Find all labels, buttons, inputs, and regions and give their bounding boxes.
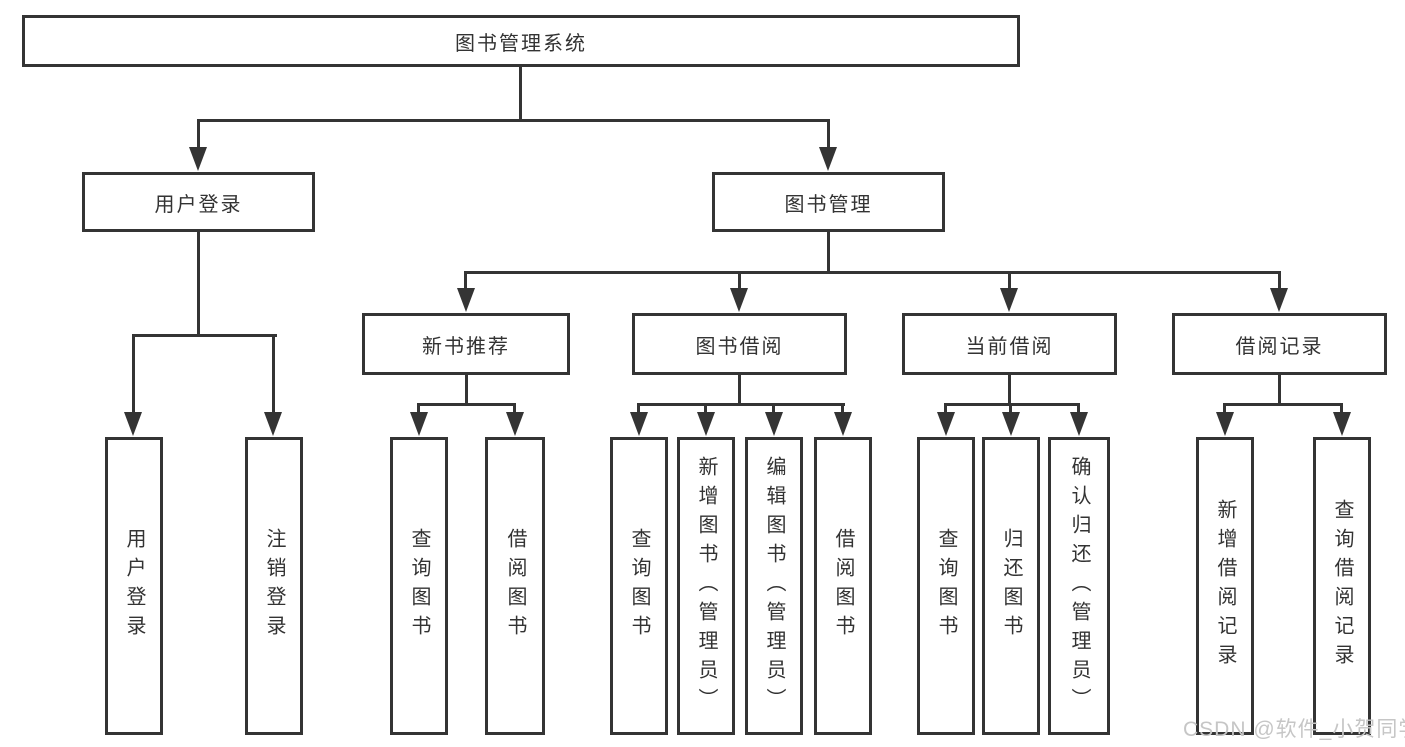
node-leaf-add-borrow-record: 新增借阅记录 [1196,437,1254,735]
leaf-label: 查询图书 [628,528,650,644]
arrow-down-icon [1270,288,1288,312]
node-leaf-user-login: 用户登录 [105,437,163,735]
arrow-down-icon [124,412,142,436]
edge-drop [132,334,135,414]
edge-drop [1340,403,1343,415]
edge-stem [197,232,200,336]
edge-drop [272,334,275,414]
edge-stem [1278,375,1281,406]
edge-drop [1278,271,1281,291]
edge-rail [197,119,830,122]
node-leaf-borrowing-borrow-books: 借阅图书 [814,437,872,735]
edge-stem [465,375,468,406]
arrow-down-icon [189,147,207,171]
arrow-down-icon [697,412,715,436]
edge-drop [464,271,467,291]
arrow-down-icon [410,412,428,436]
arrow-down-icon [834,412,852,436]
edge-drop [513,403,516,415]
leaf-label: 查询图书 [408,528,430,644]
edge-drop [1008,271,1011,291]
leaf-label: 查询借阅记录 [1331,499,1353,673]
node-book-borrowing: 图书借阅 [632,313,847,375]
edge-rail [417,403,516,406]
edge-rail [637,403,845,406]
edge-drop [704,403,707,415]
node-book-management-branch: 图书管理 [712,172,945,232]
leaf-label: 归还图书 [1000,528,1022,644]
leaf-label: 用户登录 [123,528,145,644]
arrow-down-icon [1002,412,1020,436]
edge-drop [841,403,844,415]
leaf-label: 借阅图书 [832,528,854,644]
leaf-label: 注销登录 [263,528,285,644]
leaf-label: 借阅图书 [504,528,526,644]
edge-stem [738,375,741,406]
node-leaf-recommend-borrow-books: 借阅图书 [485,437,545,735]
arrow-down-icon [765,412,783,436]
node-leaf-return-books: 归还图书 [982,437,1040,735]
edge-rail [1223,403,1343,406]
arrow-down-icon [937,412,955,436]
edge-rail [132,334,277,337]
leaf-label: 确认归还（管理员） [1068,455,1090,717]
node-borrow-records: 借阅记录 [1172,313,1387,375]
edge-drop [637,403,640,415]
leaf-label: 查询图书 [935,528,957,644]
leaf-label: 编辑图书（管理员） [763,455,785,717]
node-leaf-add-books-admin: 新增图书（管理员） [677,437,735,735]
arrow-down-icon [630,412,648,436]
node-leaf-current-query-books: 查询图书 [917,437,975,735]
edge-drop [944,403,947,415]
edge-drop [772,403,775,415]
arrow-down-icon [730,288,748,312]
node-user-login-branch: 用户登录 [82,172,315,232]
edge-drop [738,271,741,291]
arrow-down-icon [506,412,524,436]
edge-drop [1009,403,1012,415]
edge-stem [519,67,522,121]
edge-rail [464,271,1281,274]
leaf-label: 新增图书（管理员） [695,455,717,717]
arrow-down-icon [1333,412,1351,436]
arrow-down-icon [264,412,282,436]
arrow-down-icon [1070,412,1088,436]
node-root-system: 图书管理系统 [22,15,1020,67]
node-leaf-query-borrow-record: 查询借阅记录 [1313,437,1371,735]
csdn-watermark: CSDN @软件_小贺同学 [1183,718,1405,741]
edge-drop [1077,403,1080,415]
node-leaf-borrowing-query-books: 查询图书 [610,437,668,735]
node-leaf-logout: 注销登录 [245,437,303,735]
edge-drop [197,119,200,151]
node-leaf-confirm-return-admin: 确认归还（管理员） [1048,437,1110,735]
arrow-down-icon [457,288,475,312]
node-new-book-recommend: 新书推荐 [362,313,570,375]
arrow-down-icon [1000,288,1018,312]
edge-rail [944,403,1080,406]
edge-drop [1223,403,1226,415]
node-leaf-edit-books-admin: 编辑图书（管理员） [745,437,803,735]
edge-stem [1008,375,1011,406]
edge-drop [827,119,830,151]
edge-stem [827,232,830,274]
arrow-down-icon [819,147,837,171]
node-current-borrowing: 当前借阅 [902,313,1117,375]
leaf-label: 新增借阅记录 [1214,499,1236,673]
arrow-down-icon [1216,412,1234,436]
node-leaf-recommend-query-books: 查询图书 [390,437,448,735]
edge-drop [417,403,420,415]
